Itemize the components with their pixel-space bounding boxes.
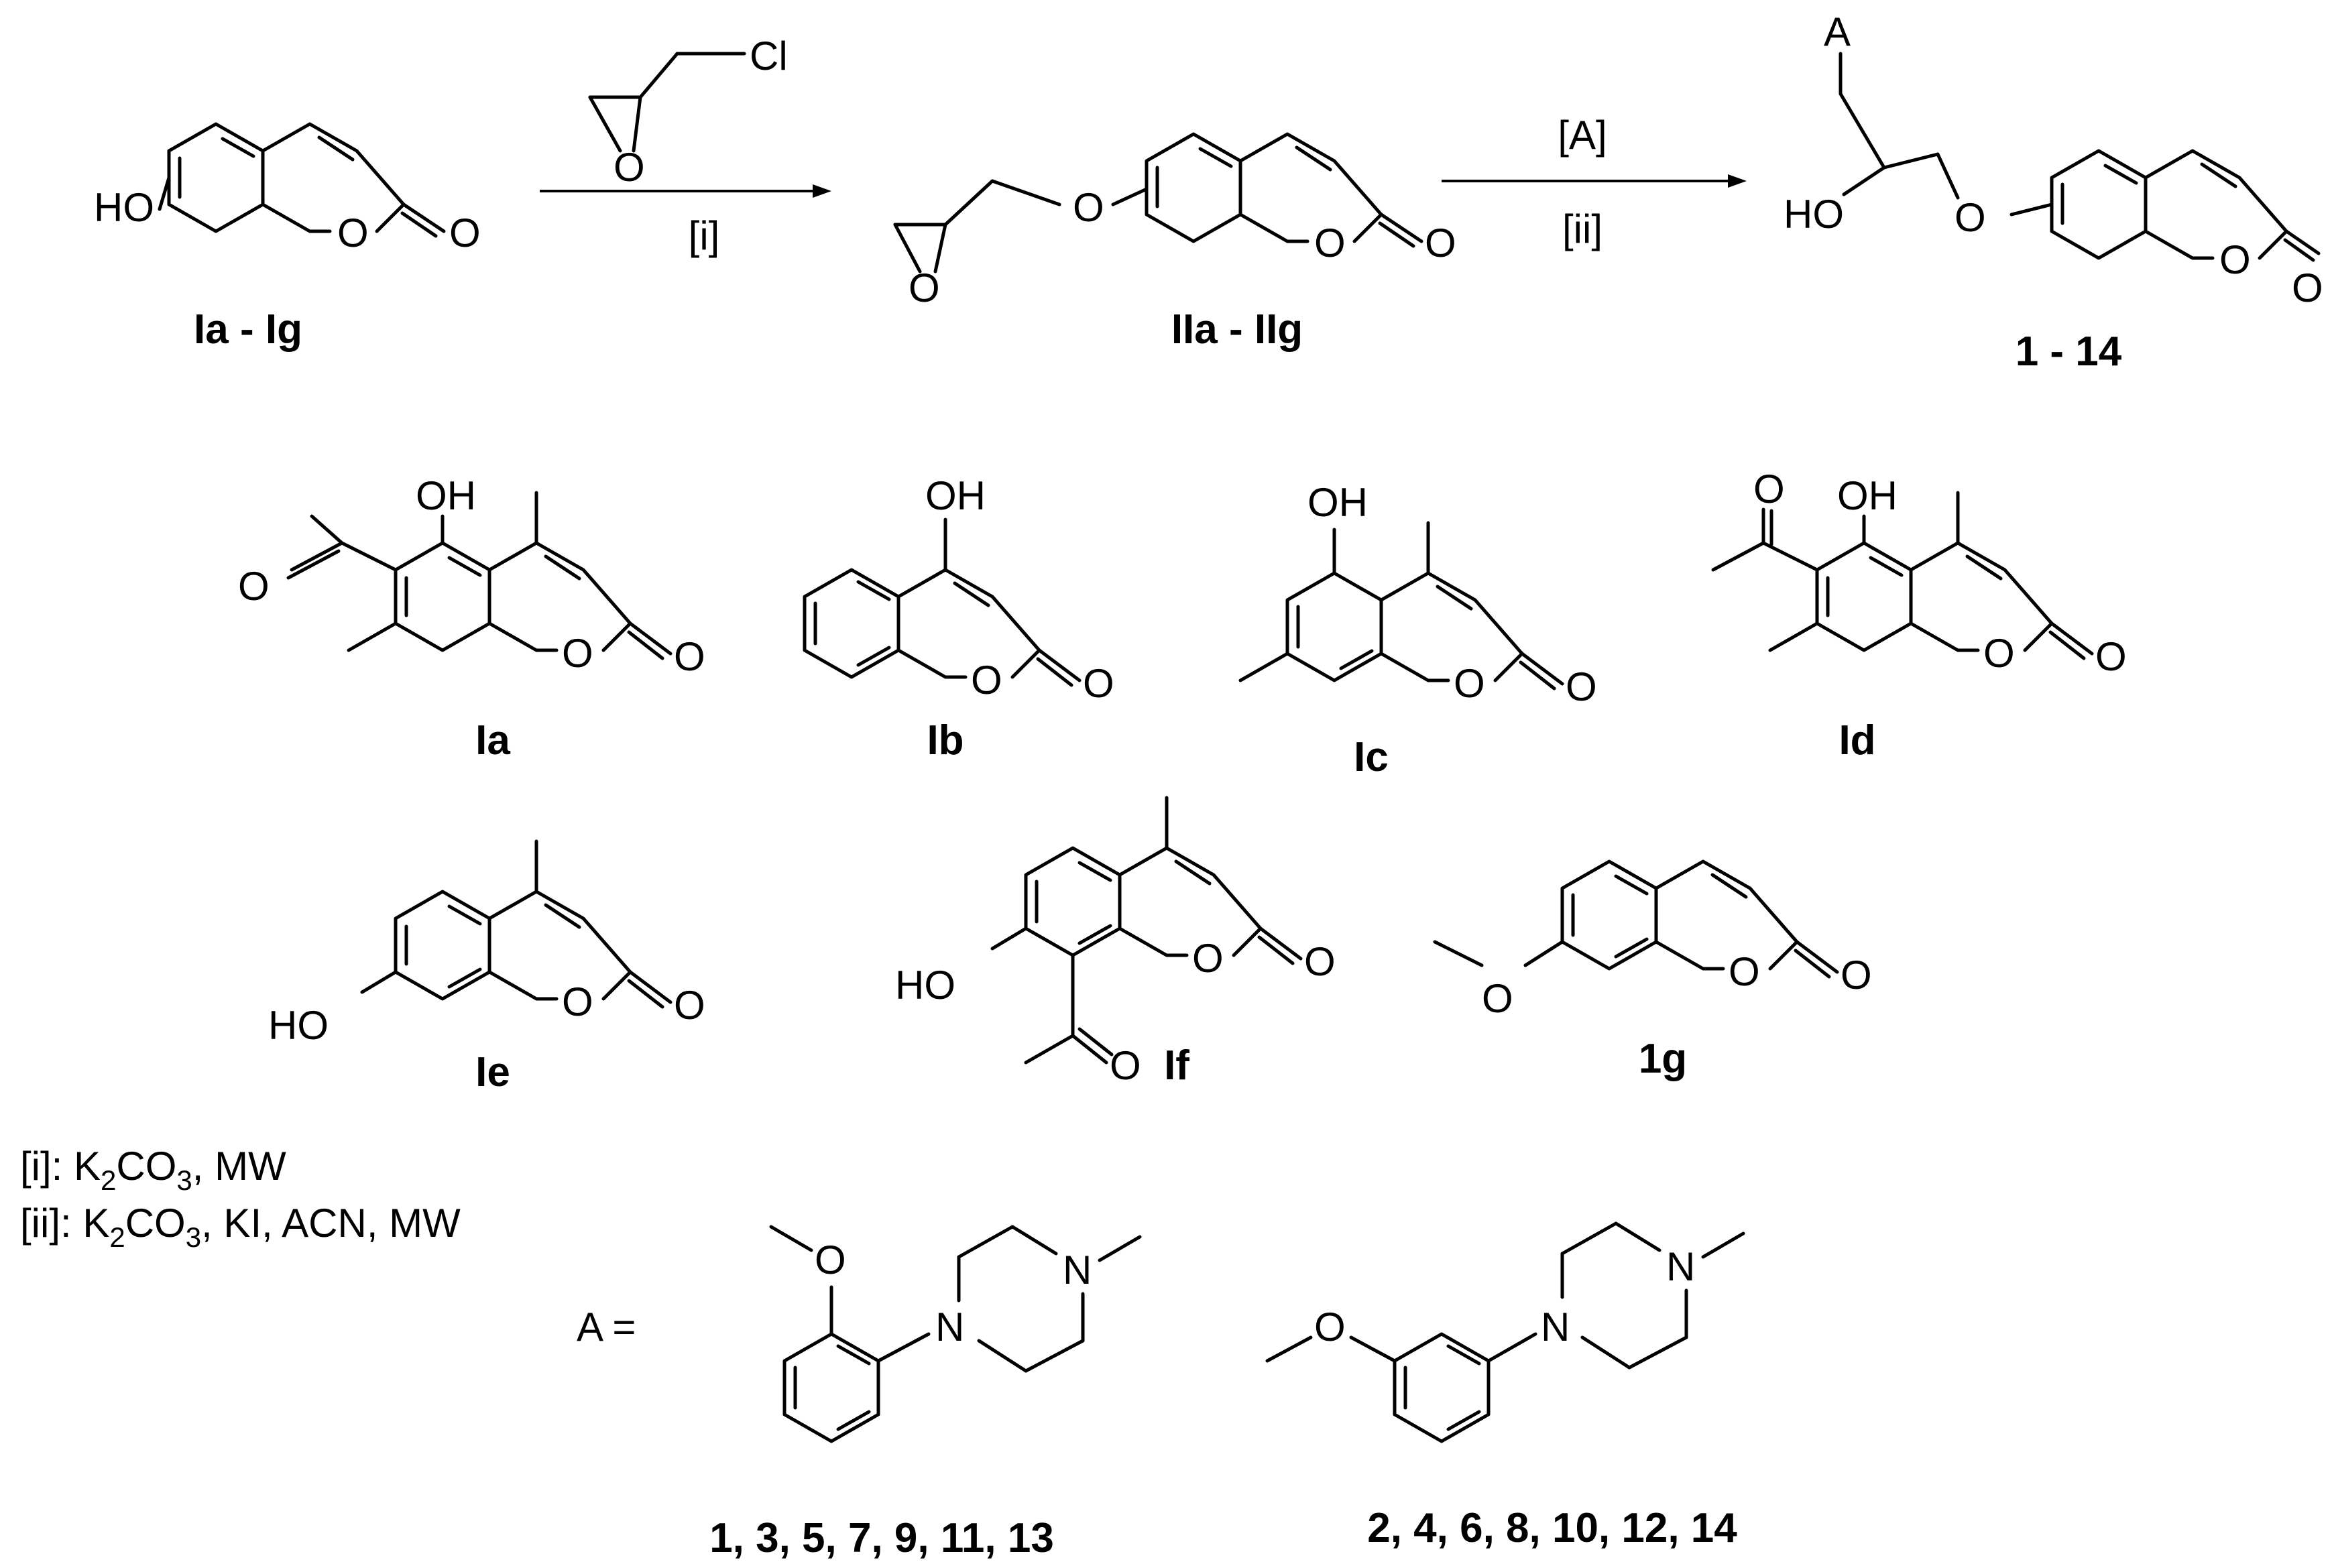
a-meta-methoxy-oxygen: O xyxy=(1314,1305,1346,1349)
ia-ring-oxygen: O xyxy=(562,631,593,676)
a-ortho-nitrogen-4: N xyxy=(1063,1248,1092,1292)
product-ring-oxygen: O xyxy=(2219,237,2251,282)
start-hydroxyl: HO xyxy=(94,185,154,230)
start-compound-label: Ia - Ig xyxy=(194,306,302,353)
id-hydroxyl: OH xyxy=(1837,473,1898,518)
epoxide-carbonyl-oxygen: O xyxy=(1425,221,1456,265)
reaction-arrow-1-head xyxy=(813,184,831,198)
compound-ib-structure xyxy=(803,518,1082,687)
epoxide-ring-oxygen: O xyxy=(909,265,940,310)
ic-ring-oxygen: O xyxy=(1454,661,1485,706)
product-hydroxyl: HO xyxy=(1784,192,1844,237)
a-ortho-nitrogen-1: N xyxy=(935,1305,964,1349)
id-acetyl-oxygen: O xyxy=(1753,467,1785,511)
condition-ii: [ii]: K2CO3, KI, ACN, MW xyxy=(20,1201,461,1253)
if-hydroxyl: HO xyxy=(895,963,955,1008)
start-coumarin-structure xyxy=(158,122,446,238)
product-compound-label: 1 - 14 xyxy=(2016,328,2122,375)
step-1-label: [i] xyxy=(689,213,720,258)
ib-hydroxyl: OH xyxy=(925,473,986,518)
ia-carbonyl-oxygen: O xyxy=(674,634,705,679)
ic-carbonyl-oxygen: O xyxy=(1566,664,1597,709)
compound-id-structure xyxy=(1711,491,2094,660)
product-substituent-a: A xyxy=(1824,9,1851,54)
ia-hydroxyl: OH xyxy=(416,473,476,518)
compound-ie-label: Ie xyxy=(475,1049,510,1095)
compound-if-structure xyxy=(990,796,1303,1065)
a-meta-nitrogen-4: N xyxy=(1666,1244,1695,1289)
start-carbonyl-oxygen: O xyxy=(449,210,481,255)
a-ortho-structure xyxy=(769,1225,1142,1443)
a-ortho-compounds: 1, 3, 5, 7, 9, 11, 13 xyxy=(709,1515,1054,1561)
product-structure xyxy=(1839,52,2321,262)
compound-ic-label: Ic xyxy=(1354,734,1389,780)
step-2-reagent: [A] xyxy=(1558,113,1607,158)
product-carbonyl-oxygen: O xyxy=(2292,265,2323,310)
compound-ic-structure xyxy=(1238,521,1564,690)
1g-ring-oxygen: O xyxy=(1729,949,1760,994)
if-acetyl-oxygen: O xyxy=(1110,1043,1141,1088)
ie-hydroxyl: HO xyxy=(268,1003,329,1048)
a-meta-compounds: 2, 4, 6, 8, 10, 12, 14 xyxy=(1367,1505,1737,1551)
compound-id-label: Id xyxy=(1839,717,1875,764)
if-ring-oxygen: O xyxy=(1192,936,1224,981)
if-carbonyl-oxygen: O xyxy=(1304,939,1336,984)
epichlorohydrin-structure xyxy=(588,52,746,153)
compound-1g-structure xyxy=(1433,859,1839,979)
a-meta-nitrogen-1: N xyxy=(1541,1305,1570,1349)
compound-ia-structure xyxy=(286,491,673,660)
1g-methoxy-oxygen: O xyxy=(1482,976,1513,1021)
reaction-arrow-2-head xyxy=(1728,174,1747,188)
a-equals-label: A = xyxy=(577,1305,636,1349)
step-2-label: [ii] xyxy=(1562,206,1602,251)
epichlorohydrin-oxygen: O xyxy=(614,145,645,190)
ia-acetyl-oxygen: O xyxy=(238,564,270,609)
ib-ring-oxygen: O xyxy=(971,658,1002,703)
id-carbonyl-oxygen: O xyxy=(2095,634,2127,679)
ib-carbonyl-oxygen: O xyxy=(1083,661,1114,706)
ic-hydroxyl: OH xyxy=(1307,480,1368,525)
1g-carbonyl-oxygen: O xyxy=(1841,953,1872,998)
id-ring-oxygen: O xyxy=(1983,631,2015,676)
epoxide-intermediate-structure xyxy=(893,132,1423,274)
compound-1g-label: 1g xyxy=(1639,1036,1687,1082)
epichlorohydrin-chlorine: Cl xyxy=(750,34,788,78)
a-ortho-methoxy-oxygen: O xyxy=(815,1238,846,1282)
product-ether-oxygen: O xyxy=(1955,195,1986,240)
ie-ring-oxygen: O xyxy=(562,979,593,1024)
compound-ib-label: Ib xyxy=(927,717,964,764)
compound-ie-structure xyxy=(360,839,673,1009)
compound-ia-label: Ia xyxy=(475,717,510,764)
a-meta-structure xyxy=(1265,1221,1745,1443)
compound-if-label: If xyxy=(1164,1042,1189,1089)
start-ring-oxygen: O xyxy=(337,210,369,255)
epoxide-compound-label: IIa - IIg xyxy=(1171,306,1303,353)
epoxide-ether-oxygen: O xyxy=(1073,185,1104,230)
epoxide-coumarin-ring-oxygen: O xyxy=(1314,221,1346,265)
condition-i: [i]: K2CO3, MW xyxy=(20,1144,286,1196)
ie-carbonyl-oxygen: O xyxy=(674,983,705,1028)
